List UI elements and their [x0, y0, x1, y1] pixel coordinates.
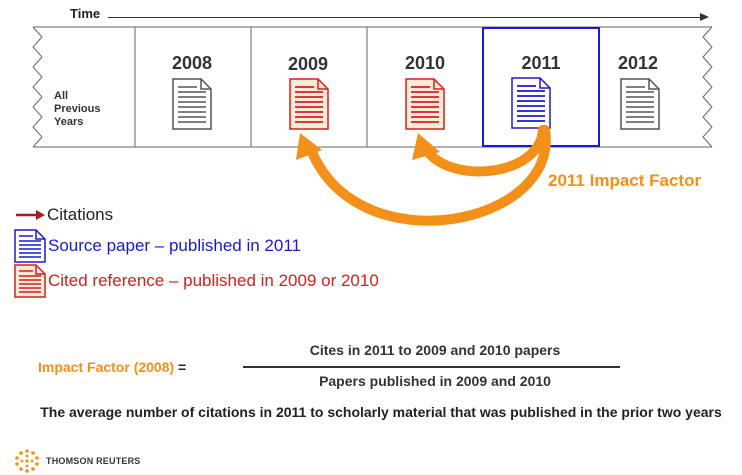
cited-reference-document-icon: [14, 264, 46, 298]
cited-reference-document-icon: [405, 78, 445, 130]
legend-cited-reference: Cited reference – published in 2009 or 2…: [14, 264, 379, 298]
time-axis-arrowhead: [700, 13, 709, 21]
time-axis-line: [108, 17, 704, 18]
source-paper-document-icon: [14, 229, 46, 263]
year-label-2008: 2008: [171, 53, 213, 73]
formula-numerator: Cites in 2011 to 2009 and 2010 papers: [309, 342, 561, 358]
citation-arrows: [296, 125, 551, 226]
legend-source-paper-label: Source paper – published in 2011: [48, 236, 301, 255]
year-label-2009: 2009: [287, 54, 329, 74]
impact-factor-label: 2011 Impact Factor: [548, 171, 702, 190]
timeline-band: All Previous Years 2008 2009 2010 2011 2…: [0, 20, 742, 150]
cited-reference-document-icon: [289, 78, 329, 130]
gray-document-icon: [620, 78, 660, 130]
thomson-reuters-logo-icon: [15, 449, 39, 473]
year-label-2011: 2011: [521, 53, 561, 73]
year-label-2012: 2012: [617, 53, 659, 73]
impact-factor-description: The average number of citations in 2011 …: [40, 404, 722, 420]
legend-citations-label: Citations: [47, 205, 114, 224]
formula-equals-sign: =: [174, 359, 187, 375]
all-previous-years-label: All Previous Years: [54, 90, 101, 128]
legend-cited-reference-label: Cited reference – published in 2009 or 2…: [48, 271, 379, 290]
timeline-frame: [32, 26, 713, 148]
impact-factor-formula-label: Impact Factor (2008): [38, 359, 175, 375]
red-arrow-icon: [16, 210, 45, 220]
brand: THOMSON REUTERS: [14, 448, 141, 474]
year-label-2010: 2010: [404, 53, 446, 73]
legend-citations: Citations: [14, 205, 113, 225]
time-axis-label: Time: [70, 6, 101, 21]
source-paper-document-icon: [511, 77, 551, 129]
legend-source-paper: Source paper – published in 2011: [14, 229, 301, 263]
gray-document-icon: [172, 78, 212, 130]
formula-lhs: Impact Factor (2008) =: [38, 359, 186, 375]
formula-denominator: Papers published in 2009 and 2010: [319, 373, 551, 389]
fraction-bar: [243, 366, 620, 368]
brand-name: THOMSON REUTERS: [46, 456, 141, 466]
